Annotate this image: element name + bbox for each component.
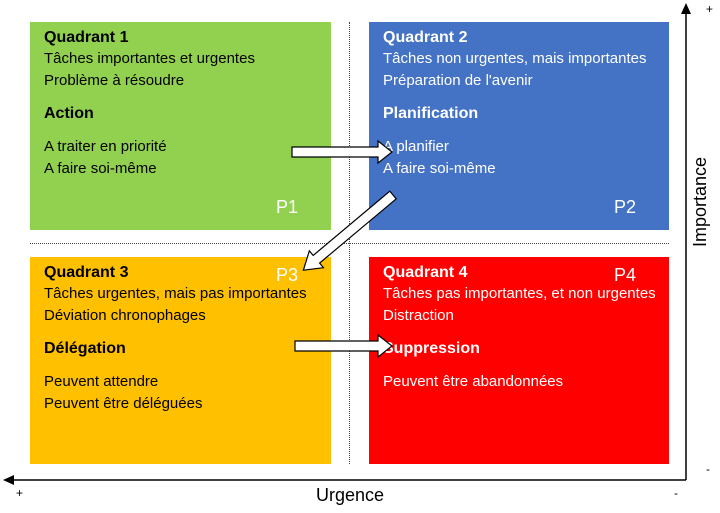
quadrant-3-line-2: Déviation chronophages — [44, 307, 206, 324]
importance-axis — [681, 3, 691, 480]
urgence-plus-sign: + — [16, 486, 24, 500]
quadrant-2-line-1: Tâches non urgentes, mais importantes — [383, 50, 647, 67]
quadrant-4-title: Quadrant 4 — [383, 264, 468, 281]
arrow-p2-to-p3 — [302, 190, 398, 271]
priority-label-p3: P3 — [276, 265, 299, 285]
quadrant-1-title: Quadrant 1 — [44, 29, 129, 46]
priority-label-p1: P1 — [276, 197, 299, 217]
quadrant-2-action: Planification — [383, 105, 479, 122]
vertical-divider — [349, 22, 350, 464]
importance-plus-sign: + — [706, 2, 714, 16]
quadrant-2-line-2: Préparation de l'avenir — [383, 72, 533, 89]
quadrant-3: Quadrant 3 Tâches urgentes, mais pas imp… — [30, 257, 331, 464]
quadrant-3-action: Délégation — [44, 340, 126, 357]
quadrant-2-title: Quadrant 2 — [383, 29, 468, 46]
quadrant-2-detail-2: A faire soi-même — [383, 160, 496, 177]
quadrant-1-line-1: Tâches importantes et urgentes — [44, 50, 255, 67]
quadrant-1-detail-2: A faire soi-même — [44, 160, 157, 177]
quadrant-3-detail-1: Peuvent attendre — [44, 373, 159, 390]
importance-axis-label: Importance — [690, 156, 710, 248]
priority-label-p4: P4 — [614, 265, 637, 285]
quadrant-1-line-2: Problème à résoudre — [44, 72, 185, 89]
importance-minus-sign: - — [706, 462, 710, 476]
priority-label-p2: P2 — [614, 197, 637, 217]
urgence-minus-sign: - — [674, 486, 678, 500]
quadrant-1-details: A traiter en priorité A faire soi-même — [44, 136, 331, 180]
quadrant-4-details: Peuvent être abandonnées — [383, 371, 669, 393]
quadrant-4-line-1: Tâches pas importantes, et non urgentes — [383, 285, 656, 302]
arrow-p3-to-p4 — [294, 333, 393, 359]
arrow-p1-to-p2 — [291, 139, 393, 165]
quadrant-2: Quadrant 2 Tâches non urgentes, mais imp… — [369, 22, 669, 230]
quadrant-3-title: Quadrant 3 — [44, 264, 129, 281]
quadrant-2-detail-1: A planifier — [383, 138, 449, 155]
urgence-axis-label: Urgence — [315, 485, 385, 505]
quadrant-3-detail-2: Peuvent être déléguées — [44, 395, 203, 412]
urgence-axis — [3, 475, 686, 485]
quadrant-3-details: Peuvent attendre Peuvent être déléguées — [44, 371, 331, 415]
quadrant-1: Quadrant 1 Tâches importantes et urgente… — [30, 22, 331, 230]
quadrant-2-details: A planifier A faire soi-même — [383, 136, 669, 180]
quadrant-3-line-1: Tâches urgentes, mais pas importantes — [44, 285, 307, 302]
quadrant-4-detail-1: Peuvent être abandonnées — [383, 373, 564, 390]
quadrant-4-action: Suppression — [383, 340, 480, 357]
quadrant-1-action: Action — [44, 105, 94, 122]
quadrant-4-line-2: Distraction — [383, 307, 454, 324]
quadrant-1-detail-1: A traiter en priorité — [44, 138, 167, 155]
quadrant-4: Quadrant 4 Tâches pas importantes, et no… — [369, 257, 669, 464]
